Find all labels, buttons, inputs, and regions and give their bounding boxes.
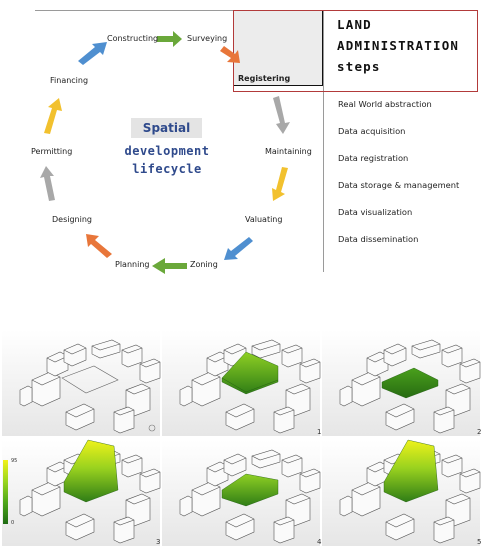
arrow-maintaining-valuating <box>272 167 288 201</box>
steps-list: Real World abstraction Data acquisition … <box>338 98 483 260</box>
stage-zoning: Zoning <box>190 260 218 269</box>
panel-label-4: 4 <box>317 538 322 546</box>
arrow-constructing-surveying <box>157 31 182 47</box>
step-item: Data visualization <box>338 207 413 217</box>
arrow-surveying-registering <box>220 46 240 63</box>
title-line-2: ADMINISTRATION <box>337 38 460 53</box>
center-label-spatial: Spatial <box>142 121 191 135</box>
center-label-lifecycle: development lifecycle <box>112 142 222 178</box>
arrow-zoning-planning <box>152 258 187 274</box>
stage-valuating: Valuating <box>245 215 283 224</box>
step-item: Data dissemination <box>338 234 419 244</box>
stage-financing: Financing <box>50 76 89 85</box>
legend-min-label: 0 <box>11 520 15 526</box>
stage-constructing: Constructing <box>107 34 159 43</box>
stage-designing: Designing <box>52 215 92 224</box>
panel-label-1: 1 <box>317 428 322 436</box>
panel-label-5: 5 <box>477 538 482 546</box>
height-legend-bar <box>3 460 8 524</box>
stage-registering: Registering <box>238 74 291 83</box>
step-item: Data acquisition <box>338 126 406 136</box>
step-item: Data storage & management <box>338 180 460 190</box>
arrow-valuating-zoning <box>224 237 253 260</box>
center-label-bg <box>131 118 202 138</box>
arrow-registering-maintaining <box>273 96 290 134</box>
center-label-lifecycle-word: lifecycle <box>132 162 202 176</box>
cycle-arrows <box>40 31 290 274</box>
title-line-3: steps <box>337 59 381 74</box>
title-line-1: LAND <box>337 17 372 32</box>
top-rule <box>35 10 325 11</box>
stage-planning: Planning <box>115 260 150 269</box>
arrow-planning-designing <box>86 234 112 258</box>
panel-label-2: 2 <box>477 428 482 436</box>
arrow-designing-permitting <box>40 166 55 201</box>
building-renders <box>2 330 481 546</box>
lifecycle-diagram: Registering LAND ADMINISTRATION steps Re… <box>31 10 483 274</box>
stage-permitting: Permitting <box>31 147 73 156</box>
arrow-permitting-financing <box>44 98 62 134</box>
stage-maintaining: Maintaining <box>265 147 312 156</box>
arrow-financing-constructing <box>78 42 107 65</box>
center-label-development: development <box>124 144 210 158</box>
registering-highlight-box <box>233 10 323 86</box>
panel-label-3: 3 <box>156 538 161 546</box>
step-item: Real World abstraction <box>338 99 432 109</box>
step-item: Data registration <box>338 153 409 163</box>
vertical-divider <box>323 10 324 272</box>
legend-max-label: 95 <box>11 458 18 464</box>
stage-surveying: Surveying <box>187 34 228 43</box>
land-administration-title: LAND ADMINISTRATION steps <box>337 14 477 77</box>
